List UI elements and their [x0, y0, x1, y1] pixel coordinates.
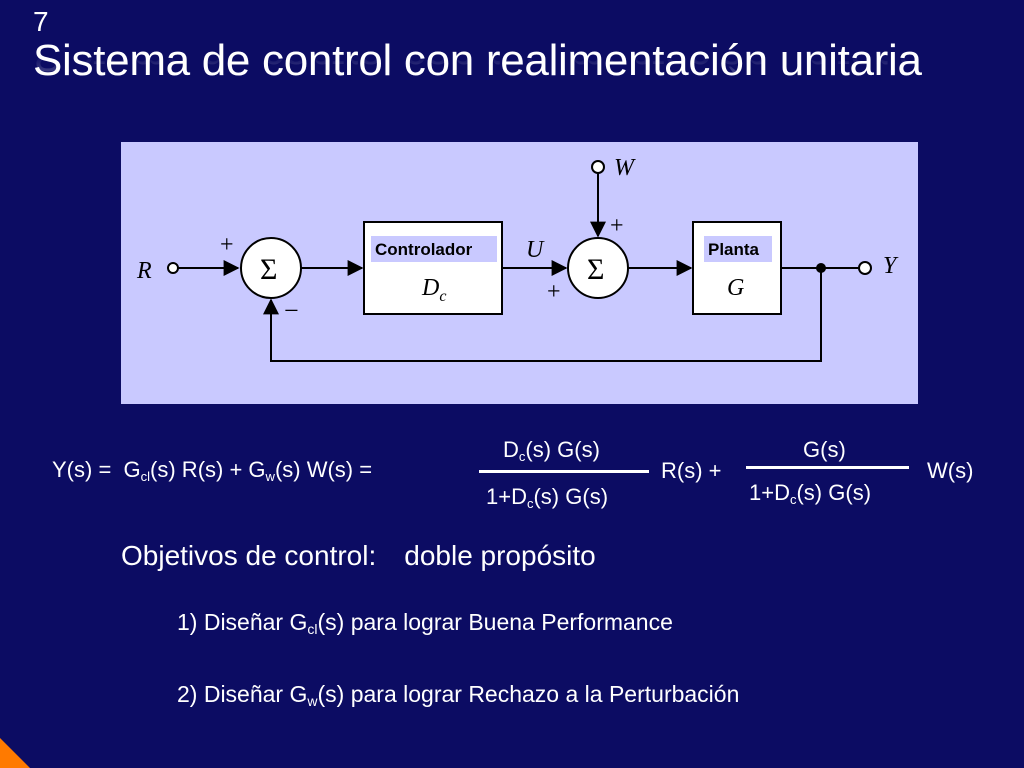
eq-cl-sub: cl [140, 469, 151, 484]
slide-title: Sistema de control con realimentación un… [33, 36, 922, 85]
input-label: R [136, 258, 152, 284]
equation-end: W(s) [927, 458, 974, 483]
branch-point [816, 263, 826, 273]
slide-number: 7 [33, 6, 49, 37]
plant-title: Planta [708, 240, 760, 259]
fraction1-bar [479, 470, 649, 473]
fraction2-denominator: 1+Dc(s) G(s) [749, 480, 871, 507]
output-node [858, 261, 872, 275]
f1-num-c: c [518, 449, 526, 464]
fraction2-numerator: G(s) [803, 437, 846, 462]
feedback-path [263, 268, 822, 362]
disturbance-label: W [614, 155, 636, 181]
eq-part1: (s) R(s) + G [150, 457, 266, 482]
block-diagram: R Y W U Σ Σ + − + + Controlador Dc Plant… [121, 142, 918, 404]
obj2-sub: w [307, 693, 318, 709]
controller-title-bg [371, 236, 497, 262]
obj1-pre: 1) Diseñar G [177, 609, 308, 635]
eq-g: G [123, 457, 141, 482]
obj2-post: (s) para lograr Rechazo a la Perturbació… [317, 681, 740, 707]
fraction2-bar [746, 466, 909, 469]
eq-w-sub: w [265, 469, 275, 484]
sum2-symbol: Σ [587, 253, 604, 286]
sum2-plus-bottom-sign: + [547, 279, 561, 305]
slide-title-reflection: Sistema de control con realimentación un… [33, 56, 922, 80]
sum1-minus-sign: − [284, 296, 299, 325]
equation-lhs: Y(s) = Gcl(s) R(s) + Gw(s) W(s) = [52, 457, 372, 484]
objectives-heading-row: Objetivos de control: doble propósito [121, 540, 596, 572]
equation-middle: R(s) + [661, 458, 722, 483]
plant-title-bg [704, 236, 772, 262]
obj1-sub: cl [307, 621, 318, 637]
objectives-subheading: doble propósito [404, 540, 596, 571]
objective-item-2: 2) Diseñar Gw(s) para lograr Rechazo a l… [177, 681, 739, 709]
controller-symbol: Dc [421, 275, 446, 305]
control-signal-label: U [526, 237, 545, 263]
fraction1-denominator: 1+Dc(s) G(s) [486, 484, 608, 511]
eq-part2: (s) W(s) = [274, 457, 373, 482]
f2-den-c: c [789, 492, 797, 507]
sum2-plus-top-sign: + [610, 213, 624, 239]
disturbance-node [591, 160, 605, 174]
f1-den-c: c [526, 496, 534, 511]
objectives-heading: Objetivos de control: [121, 540, 377, 571]
obj2-pre: 2) Diseñar G [177, 681, 308, 707]
objective-item-1: 1) Diseñar Gcl(s) para lograr Buena Perf… [177, 609, 673, 637]
plant-symbol: G [727, 275, 744, 301]
f1-den-pre: 1+D [486, 484, 527, 509]
sum1-symbol: Σ [260, 253, 277, 286]
f1-den-rest: (s) G(s) [533, 484, 609, 509]
f1-num-d: D [503, 437, 519, 462]
eq-lhs-text: Y(s) = [52, 457, 112, 482]
corner-accent [0, 738, 30, 768]
f2-den-rest: (s) G(s) [796, 480, 872, 505]
controller-title: Controlador [375, 240, 473, 259]
block-diagram-svg: R Y W U Σ Σ + − + + Controlador Dc Plant… [136, 155, 899, 362]
obj1-post: (s) para lograr Buena Performance [317, 609, 673, 635]
input-node [167, 262, 179, 274]
sum1-plus-sign: + [220, 232, 234, 258]
fraction1-numerator: Dc(s) G(s) [503, 437, 600, 464]
f2-den-pre: 1+D [749, 480, 790, 505]
output-label: Y [883, 253, 899, 279]
f1-num-rest: (s) G(s) [525, 437, 600, 462]
